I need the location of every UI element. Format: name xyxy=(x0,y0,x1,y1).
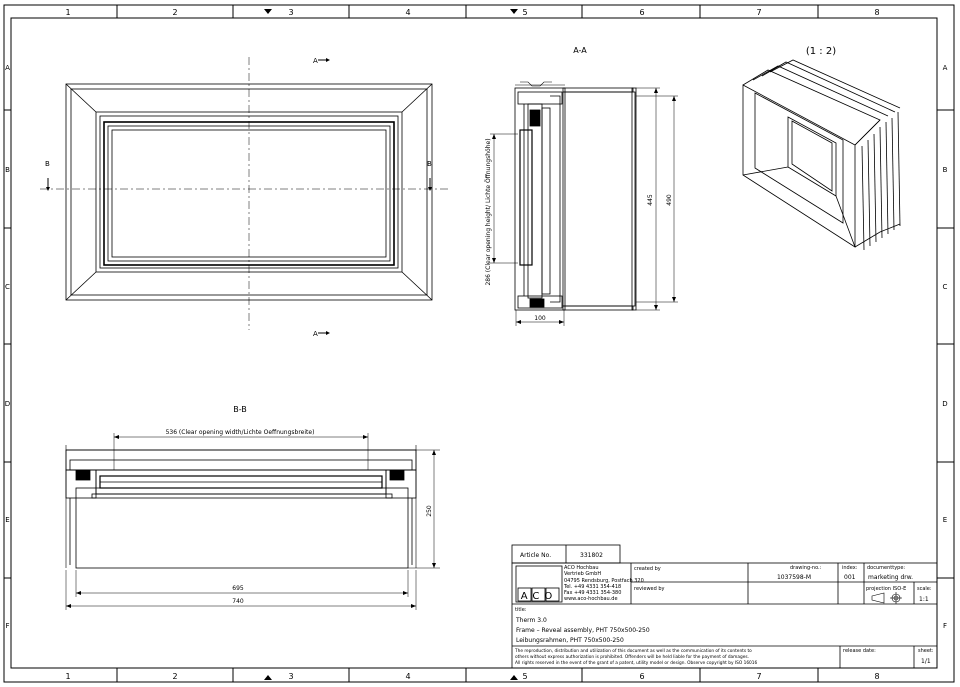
inner-frame xyxy=(10,17,938,669)
notice-line: others without express authorization is … xyxy=(515,654,749,660)
clear-opening-width-label: 536 (Clear opening width/Lichte Oeffnung… xyxy=(166,429,315,436)
outer-frame xyxy=(3,4,955,683)
sheet-value: 1/1 xyxy=(921,658,931,665)
company-line: www.aco-hochbau.de xyxy=(564,596,618,602)
section-bb-title: B-B xyxy=(233,405,247,414)
col-label: 6 xyxy=(639,672,644,681)
front-view xyxy=(40,57,450,330)
col-label: 8 xyxy=(874,8,879,17)
row-label: A xyxy=(5,64,10,72)
drawing-no-value: 1037598-M xyxy=(777,574,811,581)
aco-logo: ACO xyxy=(517,587,560,602)
created-by-label: created by xyxy=(634,566,661,572)
col-label: 4 xyxy=(405,672,410,681)
index-label: index: xyxy=(842,565,858,571)
col-label: 2 xyxy=(172,672,177,681)
drawing-no-label: drawing-no.: xyxy=(790,565,822,571)
col-label: 3 xyxy=(288,8,293,17)
center-mark-icon xyxy=(264,9,272,14)
title-label: title: xyxy=(515,607,527,613)
col-label: 3 xyxy=(288,672,293,681)
company-line: Tel. +49 4331 354-418 xyxy=(563,584,621,590)
company-line: Vertrieb GmbH xyxy=(564,571,601,577)
reviewed-by-label: reviewed by xyxy=(634,586,665,592)
section-marker-b: B xyxy=(45,160,50,168)
logo-text: ACO xyxy=(521,591,558,602)
dim-250: 250 xyxy=(426,505,433,517)
column-labels-top: 1 2 3 4 5 6 7 8 xyxy=(65,5,880,18)
doc-type-label: documenttype: xyxy=(867,565,905,571)
company-line: 04795 Rendsburg, Postfach 320 xyxy=(564,578,644,584)
section-marker-b: B xyxy=(427,160,432,168)
company-line: Fax +49 4331 354-380 xyxy=(564,590,621,596)
row-label: C xyxy=(943,283,948,291)
release-date-label: release date: xyxy=(843,648,876,654)
col-label: 8 xyxy=(874,672,879,681)
row-labels: A B C D E F A B C D E F xyxy=(4,64,954,630)
row-label: B xyxy=(943,166,948,174)
section-marker-a: A xyxy=(313,57,318,65)
notice-line: The reproduction, distribution and utili… xyxy=(514,648,752,654)
scale-label: scale: xyxy=(917,586,932,592)
row-label: E xyxy=(943,516,947,524)
iso-view xyxy=(742,59,901,251)
doc-type-value: marketing drw. xyxy=(868,574,913,581)
title-block xyxy=(511,544,938,669)
col-label: 1 xyxy=(65,672,70,681)
row-label: D xyxy=(942,400,947,408)
col-label: 1 xyxy=(65,8,70,17)
projection-symbol-icon xyxy=(871,592,902,604)
column-labels-bottom: 1 2 3 4 5 6 7 8 xyxy=(65,668,880,682)
row-label: D xyxy=(5,400,10,408)
notice-line: All rights reserved in the event of the … xyxy=(515,660,758,666)
section-aa-dim-arrows xyxy=(492,88,676,324)
title-line: Leibungsrahmen, PHT 750x500-250 xyxy=(516,637,624,644)
col-label: 7 xyxy=(756,8,761,17)
dim-490: 490 xyxy=(666,194,673,206)
row-label: C xyxy=(5,283,10,291)
section-aa-view xyxy=(490,81,678,326)
dim-100: 100 xyxy=(534,315,546,322)
col-label: 7 xyxy=(756,672,761,681)
article-label: Article No. xyxy=(520,552,551,559)
projection-label: projection ISO-E xyxy=(866,586,906,592)
col-label: 4 xyxy=(405,8,410,17)
section-marker-a: A xyxy=(313,330,318,338)
iso-scale-label: (1 : 2) xyxy=(806,46,836,57)
section-bb-view xyxy=(65,433,440,610)
row-label: E xyxy=(5,516,9,524)
center-mark-icon xyxy=(510,675,518,680)
company-line: ACO Hochbau xyxy=(564,565,599,571)
col-label: 5 xyxy=(522,672,527,681)
dim-740: 740 xyxy=(232,598,244,605)
center-mark-icon xyxy=(264,675,272,680)
section-markers: A A B B xyxy=(45,57,432,338)
center-mark-icon xyxy=(510,9,518,14)
dim-695: 695 xyxy=(232,585,244,592)
index-value: 001 xyxy=(844,574,856,581)
section-aa-title: A-A xyxy=(573,46,587,55)
article-value: 331802 xyxy=(580,552,603,559)
clear-opening-height-label: 286 (Clear opening height/ Lichte Öffnun… xyxy=(485,138,492,285)
col-label: 6 xyxy=(639,8,644,17)
scale-value: 1:1 xyxy=(919,596,929,603)
row-label: A xyxy=(943,64,948,72)
row-label: F xyxy=(943,622,947,630)
row-label: F xyxy=(5,622,9,630)
sheet-label: sheet: xyxy=(918,648,934,654)
col-label: 5 xyxy=(522,8,527,17)
col-label: 2 xyxy=(172,8,177,17)
section-bb-dim-arrows xyxy=(66,435,436,608)
dim-445: 445 xyxy=(647,194,654,206)
row-label: B xyxy=(5,166,10,174)
title-line: Therm 3.0 xyxy=(515,617,547,624)
title-line: Frame – Reveal assembly, PHT 750x500-250 xyxy=(516,627,650,634)
